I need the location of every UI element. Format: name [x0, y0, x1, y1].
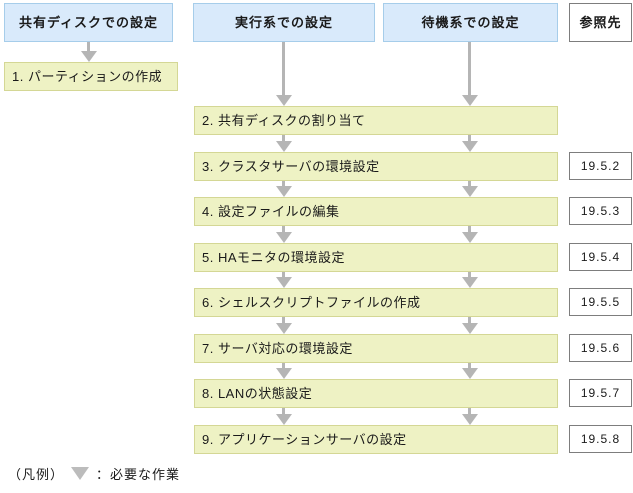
reference-box-19-5-7: 19.5.7: [569, 379, 632, 407]
step-box-8: 8. LANの状態設定: [194, 379, 558, 408]
column-header-reference: 参照先: [569, 3, 632, 42]
legend-prefix: （凡例）: [8, 466, 65, 482]
down-arrow-icon: [276, 226, 292, 243]
down-arrow-icon: [276, 317, 292, 334]
column-header-standby-system: 待機系での設定: [383, 3, 558, 42]
step-box-3: 3. クラスタサーバの環境設定: [194, 152, 558, 181]
down-arrow-icon: [276, 135, 292, 152]
down-arrow-icon: [462, 135, 478, 152]
legend-arrow-meaning: ：必要な作業: [96, 466, 181, 482]
down-arrow-icon: [462, 317, 478, 334]
down-arrow-icon: [276, 363, 292, 379]
reference-box-19-5-3: 19.5.3: [569, 197, 632, 225]
reference-box-19-5-8: 19.5.8: [569, 425, 632, 453]
down-arrow-icon: [462, 226, 478, 243]
down-arrow-icon: [276, 272, 292, 288]
down-arrow-icon: [462, 363, 478, 379]
column-header-shared-disk: 共有ディスクでの設定: [4, 3, 173, 42]
step-box-7: 7. サーバ対応の環境設定: [194, 334, 558, 363]
step-box-9: 9. アプリケーションサーバの設定: [194, 425, 558, 454]
down-arrow-icon: [462, 408, 478, 425]
down-triangle-icon: [71, 466, 90, 480]
reference-box-19-5-2: 19.5.2: [569, 152, 632, 180]
down-arrow-icon: [81, 42, 97, 62]
column-header-active-system: 実行系での設定: [193, 3, 375, 42]
reference-box-19-5-4: 19.5.4: [569, 243, 632, 271]
down-arrow-icon: [276, 42, 292, 106]
down-arrow-icon: [462, 272, 478, 288]
step-box-2: 2. 共有ディスクの割り当て: [194, 106, 558, 135]
step-box-5: 5. HAモニタの環境設定: [194, 243, 558, 272]
down-arrow-icon: [462, 181, 478, 197]
reference-box-19-5-5: 19.5.5: [569, 288, 632, 316]
reference-box-19-5-6: 19.5.6: [569, 334, 632, 362]
step-box-4: 4. 設定ファイルの編集: [194, 197, 558, 226]
legend: （凡例） ：必要な作業: [8, 463, 180, 483]
step-box-1: 1. パーティションの作成: [4, 62, 178, 91]
step-box-6: 6. シェルスクリプトファイルの作成: [194, 288, 558, 317]
down-arrow-icon: [276, 181, 292, 197]
down-arrow-icon: [462, 42, 478, 106]
down-arrow-icon: [276, 408, 292, 425]
